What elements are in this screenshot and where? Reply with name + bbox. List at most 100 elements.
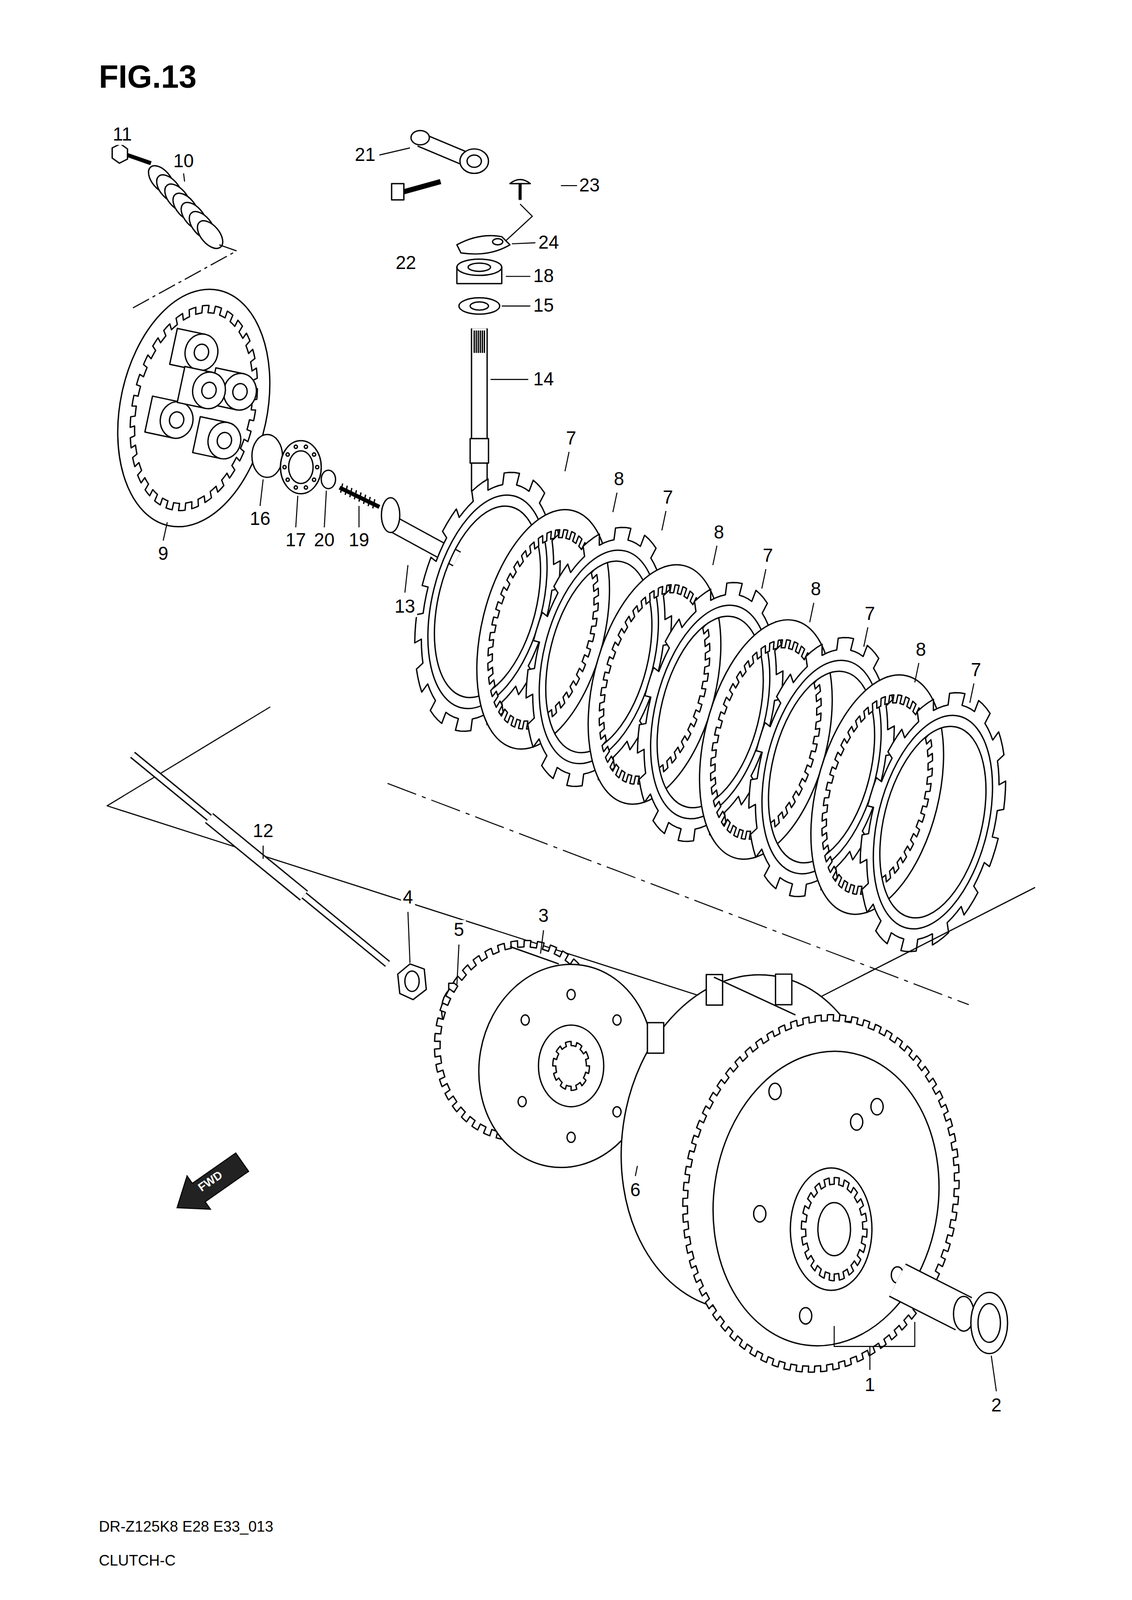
callout-number: 5 [451,919,466,941]
callout-number: 7 [863,603,878,625]
hub-hole [566,989,576,1000]
hub-edge [509,946,559,964]
bearing-outer [280,440,322,494]
diagram-name: CLUTCH-C [96,1552,178,1569]
leader-line [863,627,868,647]
leader-line [163,521,168,541]
washer [458,297,500,315]
leader-line [869,1346,871,1370]
callout-number: 6 [628,1179,643,1201]
assembly-line [505,204,533,241]
boss-hole [200,380,218,400]
bearing-roller [283,465,287,469]
callout-number: 8 [711,522,726,543]
leader-line [635,1165,638,1176]
leader-line [183,173,185,182]
spline [473,330,475,353]
thread [368,496,371,506]
leader-line [262,845,264,859]
thrust-washer [970,1291,1008,1353]
leader-line [379,147,410,156]
leader-line [661,510,666,531]
housing-hole [799,1307,812,1324]
housing-face [694,1036,958,1361]
leader-line [809,602,814,623]
hub-hole [566,1132,576,1143]
bearing-roller [304,444,308,449]
leader-line [540,929,544,954]
callout-number: 20 [312,530,337,551]
callout-number: 7 [564,428,579,449]
callout-number: 21 [352,144,378,166]
bearing-roller [294,485,298,489]
boss-hole [231,382,249,402]
bearing-roller [285,452,290,456]
arm-end [410,130,430,145]
spline [483,330,486,353]
release-shaft-fill [471,328,487,492]
bolt-head [112,143,128,164]
leader-line [560,185,578,187]
boss-hole [168,410,186,430]
housing-bore [817,1202,851,1256]
washer-hole [470,301,489,311]
boss-face [188,368,229,412]
retainer-hole [492,238,503,245]
washer [251,434,283,477]
bolt-shank [403,181,441,192]
callout-number: 2 [989,1395,1004,1416]
leader-line [358,505,360,528]
boss-face [204,419,245,462]
callout-number: 9 [156,543,171,565]
friction-ring [852,702,1013,942]
callout-number: 8 [612,469,627,490]
plate-inner-teeth [112,293,276,523]
bearing-roller [312,477,316,482]
hub-hole [520,1014,530,1025]
shaft-cam [470,438,489,464]
drive-plate [835,677,1031,967]
callout-number: 1 [863,1374,878,1396]
plate-outer [96,274,291,541]
callout-number: 22 [393,252,418,274]
bracket-line [833,1321,915,1347]
callout-number: 3 [536,905,551,927]
thread [363,494,366,504]
callout-number: 7 [760,545,775,566]
arm-bore [467,155,482,168]
bolt-shank [127,155,151,164]
push-rod-long-fill [132,754,388,964]
housing-gear [801,1177,868,1281]
hub-boss [790,1167,872,1291]
bearing-inner [288,450,314,484]
direction-arrow [165,1145,254,1225]
clutch-housing [599,957,982,1390]
retainer-plate [456,235,510,254]
housing-slot [775,974,792,1005]
parts-group [96,130,1036,1390]
leader-line [295,495,298,528]
callout-number: 12 [251,820,276,842]
nut [397,963,427,1000]
bearing-roller [294,444,298,449]
leader-line [501,305,531,307]
callout-number: 11 [110,124,134,145]
plate-pack [390,456,1031,967]
hub-hole [613,1106,622,1117]
callout-number: 7 [660,487,676,508]
screw-head [509,179,531,184]
oil-seal-hole [468,263,491,272]
callout-number: 14 [531,369,556,390]
callout-number: 24 [536,232,561,253]
push-rod-long [132,754,388,964]
housing-slot [647,1022,664,1054]
leader-line [565,451,569,472]
callout-number: 10 [171,151,196,172]
hub-bore [552,1041,590,1091]
thread [349,487,352,498]
leader-line [505,275,531,277]
leader-lines [163,147,997,1391]
callout-number: 8 [808,579,823,600]
